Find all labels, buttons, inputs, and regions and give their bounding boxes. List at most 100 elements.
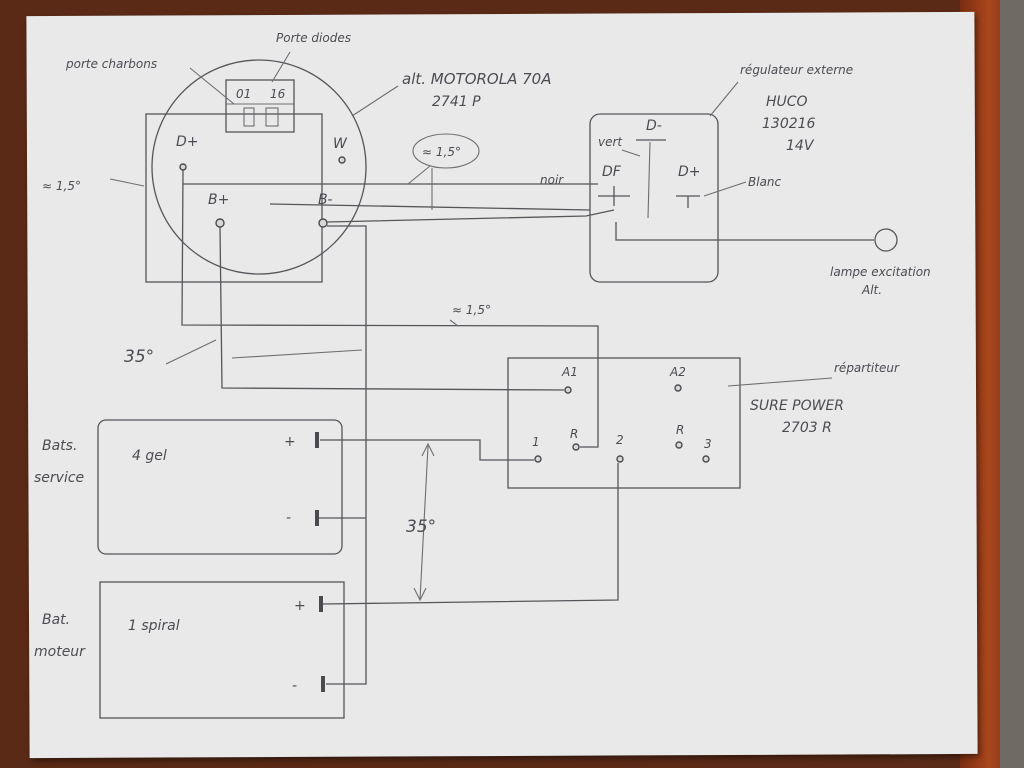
wire-b-plus-to-a1: [219, 226, 565, 391]
wire-d-minus-down: [647, 141, 651, 219]
regulator: régulateur externe HUCO 130216 14V D- DF…: [540, 63, 853, 283]
wire-color-vert-label: vert: [598, 135, 623, 149]
diode-holder-label: Porte diodes: [276, 31, 351, 45]
alt-terminal-w: [338, 156, 346, 164]
reg-terminal-df-label: DF: [602, 164, 622, 180]
splitter-body: [507, 357, 741, 489]
regulator-brand-label: HUCO: [766, 94, 808, 110]
alt-terminal-d-plus-label: D+: [176, 134, 199, 150]
wire-d-plus-to-splitter: [181, 169, 599, 448]
wire-color-blanc-label: Blanc: [748, 175, 782, 189]
alt-terminal-b-minus-label: B-: [318, 192, 332, 208]
reg-terminal-d-plus-label: D+: [678, 164, 701, 180]
wire-color-vert-leader: [621, 149, 641, 157]
service-battery-label-2: service: [34, 470, 84, 486]
section-35-left-pointer: [165, 339, 217, 365]
service-battery-minus-terminal: [315, 510, 319, 526]
regulator-voltage-label: 14V: [786, 138, 815, 154]
splitter-terminal-a2: [674, 384, 682, 392]
service-battery-content: 4 gel: [132, 448, 167, 464]
diode-label: 01: [236, 87, 251, 101]
splitter-model-label: SURE POWER: [750, 398, 844, 414]
lamp-symbol: [874, 228, 898, 252]
lamp-label: lampe excitation: [830, 265, 931, 279]
service-minus-label: -: [286, 510, 291, 526]
splitter-terminal-2: [616, 455, 624, 463]
regulator-leader: [709, 81, 739, 117]
splitter-ref-label: 2703 R: [782, 420, 832, 436]
dimension-arrow-top: [421, 442, 435, 457]
regulator-body: [589, 113, 719, 283]
engine-battery-minus-terminal: [321, 676, 325, 692]
section-left-label: ≈ 1,5°: [42, 179, 81, 193]
diode-label: 16: [270, 87, 286, 101]
engine-battery-label: Bat.: [42, 612, 70, 628]
alternator-leader: [351, 85, 399, 117]
section-35-mid-label: 35°: [406, 517, 436, 537]
wire-to-lamp: [615, 222, 874, 241]
dimension-arrow-bottom: [413, 587, 427, 602]
wire-service-plus-to-splitter: [320, 439, 534, 461]
wire-ground-main: [326, 225, 367, 685]
engine-battery: Bat. moteur 1 spiral + -: [34, 581, 345, 719]
splitter-2-label: 2: [616, 433, 624, 447]
engine-battery-content: 1 spiral: [128, 618, 180, 634]
alt-terminal-d-plus: [179, 163, 187, 171]
diode-holder-box: [225, 79, 295, 133]
splitter: répartiteur SURE POWER 2703 R A1 A2 1 R …: [507, 357, 900, 489]
splitter-a2-label: A2: [669, 365, 686, 379]
service-battery-box: [97, 419, 343, 555]
splitter-3-label: 3: [704, 437, 712, 451]
brush-holder-block: [265, 107, 279, 127]
wire-color-noir-label: noir: [540, 173, 564, 187]
engine-battery-label-2: moteur: [34, 644, 86, 660]
splitter-terminal-r-right: [675, 441, 683, 449]
wire-b-minus-to-regulator: [326, 209, 615, 223]
alt-terminal-w-label: W: [333, 136, 348, 152]
section-annotations: ≈ 1,5° ≈ 1,5° 35° 35°: [124, 133, 491, 537]
alt-terminal-b-plus: [215, 218, 225, 228]
lamp-label-alt: Alt.: [861, 283, 882, 297]
service-battery-plus-terminal: [315, 432, 319, 448]
splitter-r-left-label: R: [570, 427, 578, 441]
reg-terminal-d-minus-label: D-: [646, 118, 662, 134]
regulator-ref-label: 130216: [762, 116, 816, 132]
brush-holder-block: [243, 107, 255, 127]
engine-battery-plus-terminal: [319, 596, 323, 612]
section-bubble-label: ≈ 1,5°: [422, 145, 461, 159]
excitation-lamp: lampe excitation Alt.: [830, 228, 931, 297]
splitter-r-right-label: R: [676, 423, 684, 437]
service-battery-label: Bats.: [42, 438, 77, 454]
splitter-terminal-r-left: [572, 443, 580, 451]
diode-holder-leader: [271, 51, 291, 83]
brush-holder-leader: [189, 67, 235, 105]
splitter-1-label: 1: [532, 435, 540, 449]
wire-engine-plus-to-splitter: [322, 463, 619, 605]
section-35-left-pointer-2: [231, 349, 363, 359]
section-middle-pointer: [449, 319, 459, 327]
section-bubble: [412, 133, 480, 169]
alt-terminal-b-minus: [318, 218, 328, 228]
section-middle-label: ≈ 1,5°: [452, 303, 491, 317]
service-plus-label: +: [284, 434, 296, 450]
wiring: [181, 141, 874, 685]
wire-df-to-regulator: [269, 203, 591, 211]
section-bubble-pointer: [407, 165, 431, 185]
service-battery: Bats. service 4 gel + -: [34, 419, 343, 555]
alternator-ref-label: 2741 P: [432, 94, 481, 110]
section-left-arrow: [109, 178, 145, 187]
section-35-left-label: 35°: [124, 347, 154, 367]
alternator-model-label: alt. MOTOROLA 70A: [402, 70, 551, 88]
splitter-terminal-a1: [564, 386, 572, 394]
splitter-terminal-3: [702, 455, 710, 463]
alternator: 01 16 D+ B+ B- W porte charbons Porte di…: [42, 31, 551, 283]
brush-holder-label: porte charbons: [65, 57, 157, 71]
splitter-a1-label: A1: [561, 365, 578, 379]
regulator-title-label: régulateur externe: [740, 63, 853, 77]
engine-plus-label: +: [294, 598, 306, 614]
engine-minus-label: -: [292, 678, 297, 694]
alternator-circle: [151, 59, 367, 275]
alt-terminal-b-plus-label: B+: [208, 192, 229, 208]
